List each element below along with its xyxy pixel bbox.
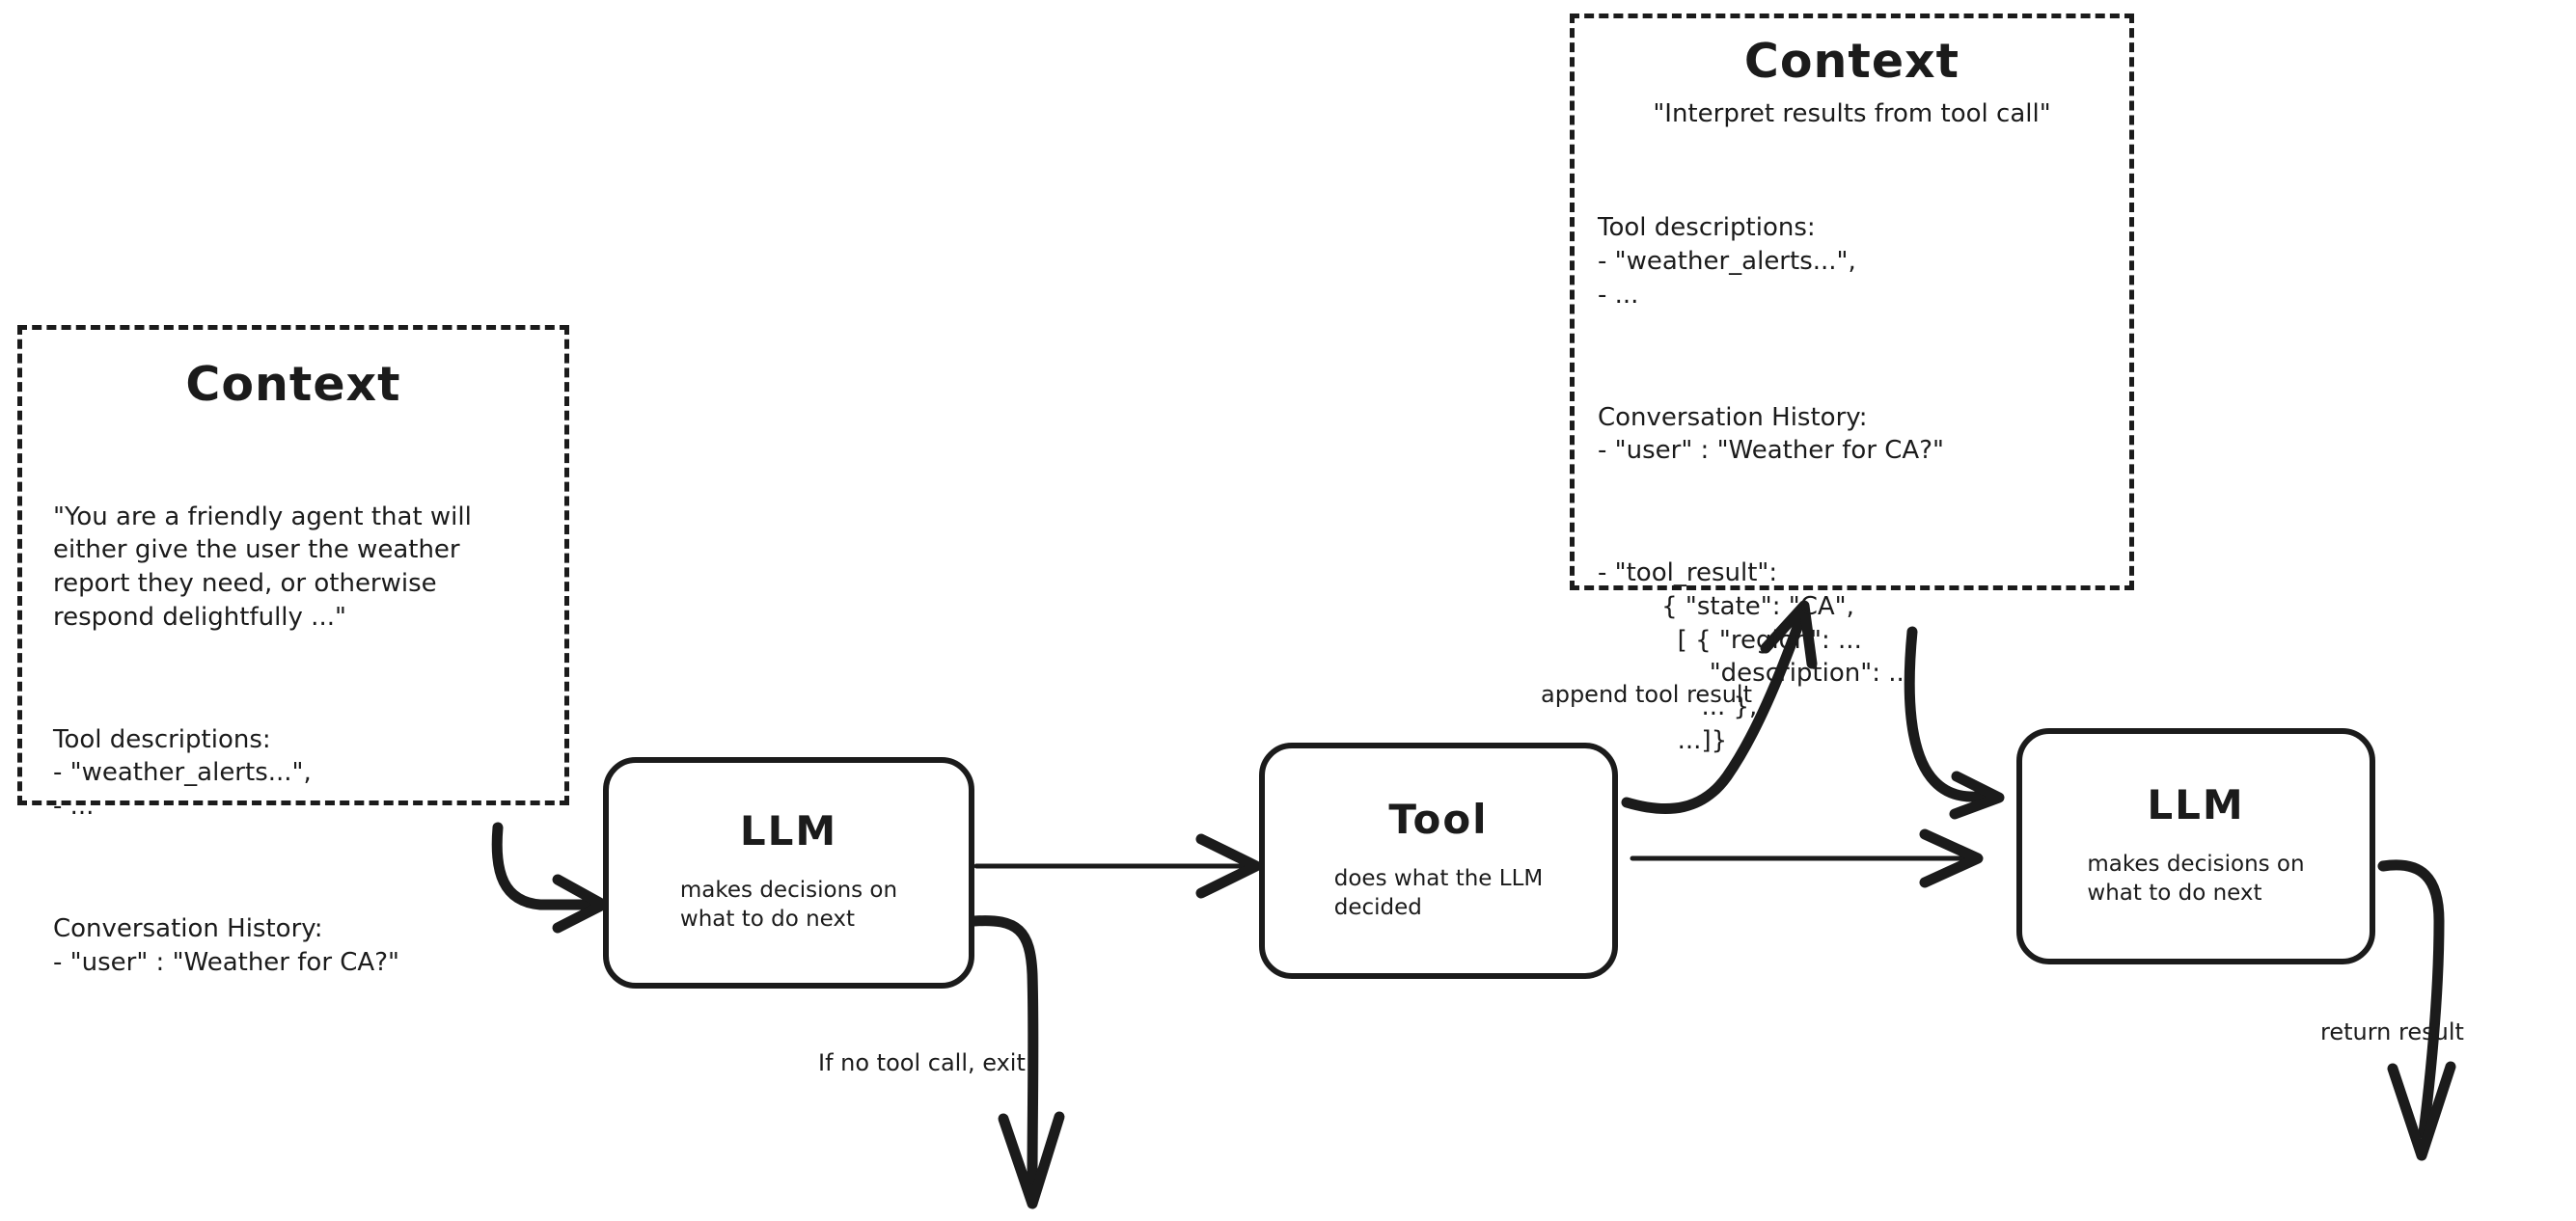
context-left-tool-descriptions: Tool descriptions: - "weather_alerts..."… [53, 723, 535, 824]
context-left-title: Context [185, 357, 401, 412]
context-right-conversation-history-user: - "user" : "Weather for CA?" [1598, 436, 1944, 466]
context-right-tool-descriptions-heading: Tool descriptions: [1598, 213, 1816, 243]
node-llm-second-title: LLM [2147, 780, 2245, 828]
context-right-conversation-history-heading: Conversation History: [1598, 402, 1868, 432]
arrow-tool-to-llm2 [1630, 828, 1984, 888]
node-llm-second-subtitle: makes decisions on what to do next [2087, 851, 2305, 906]
context-right-conversation-history: Conversation History: - "user" : "Weathe… [1598, 401, 2106, 469]
context-box-right: Context "Interpret results from tool cal… [1570, 14, 2134, 755]
context-left-conversation-history-heading: Conversation History: [53, 913, 323, 943]
node-tool[interactable]: Tool does what the LLM decided [1259, 743, 1618, 979]
node-llm-first[interactable]: LLM makes decisions on what to do next [603, 757, 974, 989]
context-right-tool-descriptions-items: - "weather_alerts...", - ... [1598, 247, 1856, 311]
arrow-llm2-return [2377, 859, 2456, 1161]
context-right-system-prompt: "Interpret results from tool call" [1653, 99, 2051, 128]
context-right-tool-result: - "tool_result": { "state": "CA", [ { "r… [1598, 557, 1913, 756]
context-left-tool-descriptions-items: - "weather_alerts...", - ... [53, 758, 312, 822]
node-llm-first-subtitle: makes decisions on what to do next [679, 878, 898, 932]
edge-label-append-tool-result: append tool result [1541, 681, 1752, 708]
node-tool-title: Tool [1388, 795, 1489, 843]
context-left-conversation-history-items: - "user" : "Weather for CA?" [53, 947, 399, 977]
arrow-llm-to-tool [973, 833, 1262, 899]
edge-label-return-result: return result [2320, 1018, 2464, 1045]
context-right-title: Context [1743, 34, 1960, 89]
context-box-left: Context "You are a friendly agent that w… [17, 325, 569, 977]
context-right-body: Tool descriptions: - "weather_alerts..."… [1575, 131, 2129, 826]
context-left-system-prompt: "You are a friendly agent that will eith… [53, 502, 480, 633]
edge-label-exit: If no tool call, exit [818, 1049, 1026, 1076]
context-left-body: "You are a friendly agent that will eith… [22, 408, 564, 1046]
node-llm-first-title: LLM [739, 807, 838, 855]
context-left-tool-descriptions-heading: Tool descriptions: [53, 724, 271, 754]
context-right-tool-descriptions: Tool descriptions: - "weather_alerts..."… [1598, 211, 2106, 312]
context-left-conversation-history: Conversation History: - "user" : "Weathe… [53, 912, 535, 980]
node-tool-subtitle: does what the LLM decided [1333, 865, 1544, 920]
node-llm-second[interactable]: LLM makes decisions on what to do next [2016, 728, 2375, 964]
